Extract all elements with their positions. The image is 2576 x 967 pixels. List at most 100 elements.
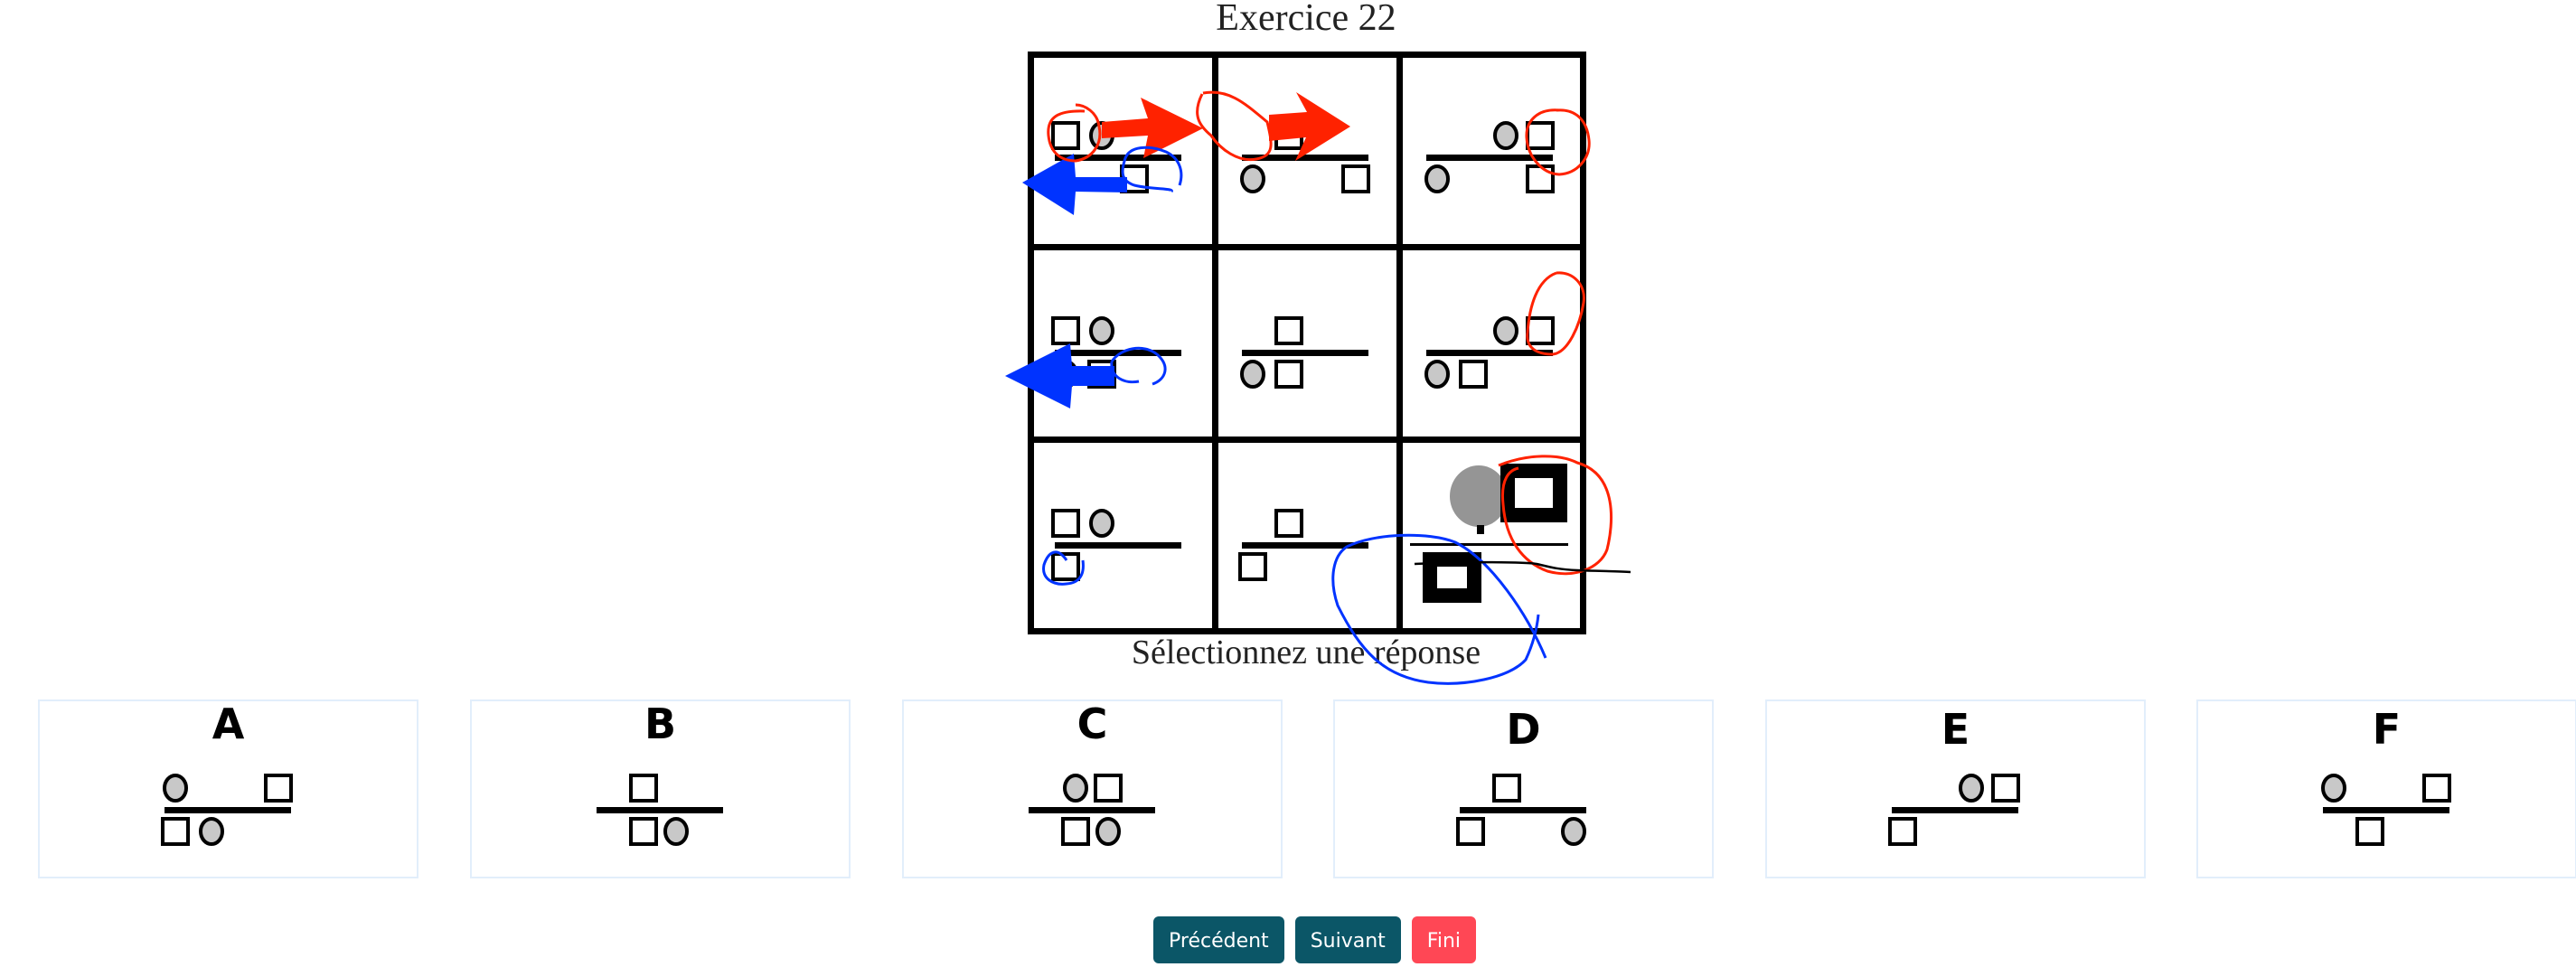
figure-line bbox=[1460, 807, 1586, 813]
figure-line bbox=[1055, 350, 1181, 356]
circle-shape bbox=[1493, 121, 1518, 150]
square-shape bbox=[2422, 774, 2451, 803]
answer-figure-c bbox=[1029, 774, 1155, 846]
answer-option-f[interactable]: F bbox=[2196, 699, 2576, 878]
figure-line bbox=[1242, 155, 1368, 161]
square-shape bbox=[264, 774, 293, 803]
square-shape bbox=[1051, 316, 1080, 345]
circle-shape bbox=[1089, 316, 1114, 345]
figure-line bbox=[1892, 807, 2018, 813]
puzzle-grid-drawing bbox=[1028, 52, 1586, 634]
circle-shape bbox=[1424, 164, 1450, 193]
answer-figure bbox=[1888, 774, 2020, 846]
figure-line bbox=[1426, 350, 1553, 356]
circle-shape bbox=[1493, 316, 1518, 345]
square-shape bbox=[1526, 164, 1555, 193]
answer-letter: B bbox=[644, 699, 677, 748]
circle-shape bbox=[663, 817, 689, 846]
figure-line bbox=[165, 807, 291, 813]
select-answer-prompt: Sélectionnez une réponse bbox=[1131, 634, 1481, 671]
square-shape bbox=[1051, 509, 1080, 538]
circle-shape bbox=[1240, 164, 1265, 193]
answer-figure-a bbox=[161, 774, 293, 846]
exercise-title: Exercice 22 bbox=[1216, 0, 1396, 39]
circle-shape bbox=[1053, 360, 1078, 389]
square-shape bbox=[1238, 552, 1267, 581]
figure-line bbox=[1029, 807, 1155, 813]
answer-letter: A bbox=[212, 699, 245, 748]
answer-option-c[interactable]: C bbox=[902, 699, 1283, 878]
square-shape bbox=[1991, 774, 2020, 803]
grid-divider bbox=[1028, 244, 1586, 250]
square-shape bbox=[1492, 774, 1521, 803]
circle-shape bbox=[1063, 774, 1088, 803]
square-shape bbox=[1051, 552, 1080, 581]
circle-shape bbox=[1450, 465, 1508, 527]
grid-cell-r3c2 bbox=[1238, 509, 1368, 581]
square-shape bbox=[1274, 360, 1303, 389]
grid-divider bbox=[1396, 52, 1403, 634]
square-shape bbox=[1500, 464, 1567, 522]
answer-letter: D bbox=[1506, 705, 1541, 754]
answer-option-a[interactable]: A bbox=[38, 699, 418, 878]
circle-shape bbox=[1240, 360, 1265, 389]
square-shape bbox=[1526, 121, 1555, 150]
navigation-buttons: Précédent Suivant Fini bbox=[1153, 916, 1477, 963]
square-shape bbox=[1274, 316, 1303, 345]
circle-shape bbox=[1424, 360, 1450, 389]
circle-shape bbox=[1095, 817, 1121, 846]
square-shape bbox=[1120, 164, 1149, 193]
square-shape bbox=[629, 817, 658, 846]
grid-cell-r2c2 bbox=[1240, 316, 1368, 389]
finish-button[interactable]: Fini bbox=[1411, 916, 1477, 963]
square-shape bbox=[1087, 360, 1116, 389]
square-shape bbox=[1888, 817, 1917, 846]
square-shape bbox=[1459, 360, 1488, 389]
square-shape bbox=[161, 817, 190, 846]
square-shape bbox=[629, 774, 658, 803]
figure-line bbox=[597, 807, 723, 813]
square-shape bbox=[1061, 817, 1090, 846]
grid-divider bbox=[1028, 437, 1586, 443]
figure-line bbox=[1055, 542, 1181, 549]
square-shape bbox=[1526, 316, 1555, 345]
figure-line bbox=[1055, 155, 1181, 161]
figure-line bbox=[1242, 350, 1368, 356]
circle-shape bbox=[199, 817, 224, 846]
answer-figure-e bbox=[1888, 774, 2020, 846]
square-shape bbox=[1094, 774, 1123, 803]
grid-divider bbox=[1212, 52, 1218, 634]
answer-figure-b bbox=[597, 774, 723, 846]
answer-option-b[interactable]: B bbox=[470, 699, 851, 878]
next-button[interactable]: Suivant bbox=[1294, 916, 1401, 963]
answer-figure bbox=[161, 774, 293, 846]
figure-line bbox=[2323, 807, 2449, 813]
square-shape bbox=[1456, 817, 1485, 846]
circle-shape bbox=[1089, 121, 1114, 150]
square-shape bbox=[1274, 509, 1303, 538]
square-shape bbox=[1341, 164, 1370, 193]
answer-figure-d bbox=[1456, 774, 1586, 846]
circle-shape bbox=[163, 774, 188, 803]
circle-shape bbox=[1089, 509, 1114, 538]
answer-option-d[interactable]: D bbox=[1333, 699, 1714, 878]
circle-shape bbox=[1561, 817, 1586, 846]
circle-shape bbox=[2321, 774, 2346, 803]
answer-letter: F bbox=[2372, 705, 2402, 754]
answer-figure bbox=[2321, 774, 2451, 846]
figure-line bbox=[1426, 155, 1553, 161]
grid-cell-r1c3 bbox=[1424, 121, 1555, 193]
answer-figure bbox=[1456, 774, 1586, 846]
answer-option-e[interactable]: E bbox=[1765, 699, 2146, 878]
square-shape bbox=[2355, 817, 2384, 846]
square-shape bbox=[1423, 552, 1481, 603]
answer-letter: C bbox=[1076, 699, 1108, 748]
answer-figure bbox=[597, 774, 723, 846]
puzzle-grid bbox=[1028, 52, 1586, 634]
answer-letter: E bbox=[1941, 705, 1970, 754]
previous-button[interactable]: Précédent bbox=[1153, 916, 1284, 963]
answer-figure bbox=[1029, 774, 1155, 846]
answer-figure-f bbox=[2321, 774, 2451, 846]
figure-line bbox=[1242, 542, 1368, 549]
circle-shape bbox=[1959, 774, 1984, 803]
